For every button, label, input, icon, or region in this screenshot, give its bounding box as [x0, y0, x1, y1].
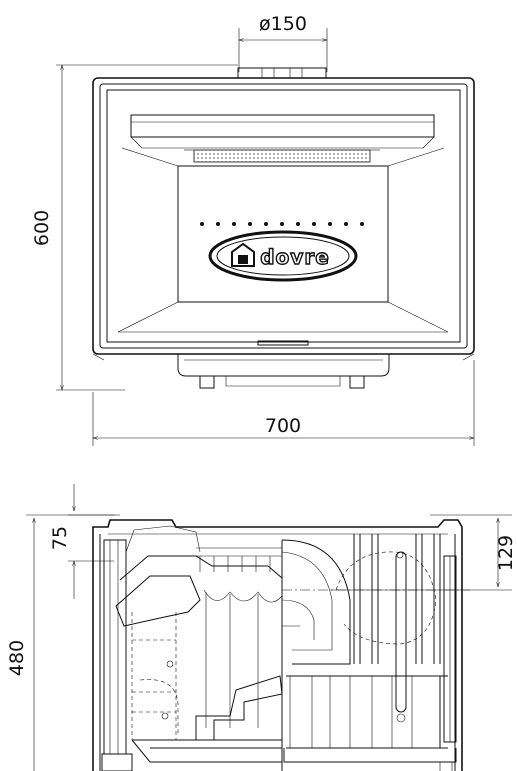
rear-flue-tube	[282, 551, 470, 723]
top-offset-small-dimension: 75	[49, 484, 120, 599]
flue-diameter-label: ø150	[259, 13, 307, 35]
brand-logo-text: dovre	[260, 245, 330, 269]
door-handle	[257, 340, 309, 346]
air-tubes	[196, 547, 282, 572]
flue-diameter-dimension: ø150	[238, 13, 328, 72]
vent-grille	[184, 149, 380, 163]
firebox-interior	[117, 147, 449, 333]
side-section-view: 75 480 129	[6, 484, 517, 771]
top-offset-small-label: 75	[49, 526, 71, 550]
flue-duct	[281, 539, 351, 665]
base-feet	[177, 354, 390, 389]
front-frame	[92, 77, 475, 361]
flue-collar	[237, 67, 327, 79]
side-depth-dimension: 480	[6, 514, 115, 771]
brand-logo: dovre	[208, 230, 358, 282]
air-holes	[200, 222, 364, 226]
firebox-section	[115, 525, 283, 763]
front-height-label: 600	[31, 210, 53, 246]
house-logo-icon	[231, 242, 255, 267]
convection-ribs	[286, 534, 448, 749]
side-casing	[92, 519, 463, 771]
top-offset-large-label: 129	[495, 535, 517, 571]
rear-wall	[283, 555, 457, 771]
baffle-plate	[130, 114, 435, 149]
front-width-label: 700	[265, 415, 301, 437]
door-profile	[101, 539, 133, 771]
side-depth-label: 480	[6, 640, 28, 676]
front-width-dimension: 700	[92, 360, 475, 446]
front-view: ø150	[31, 13, 475, 446]
front-height-dimension: 600	[31, 64, 238, 391]
